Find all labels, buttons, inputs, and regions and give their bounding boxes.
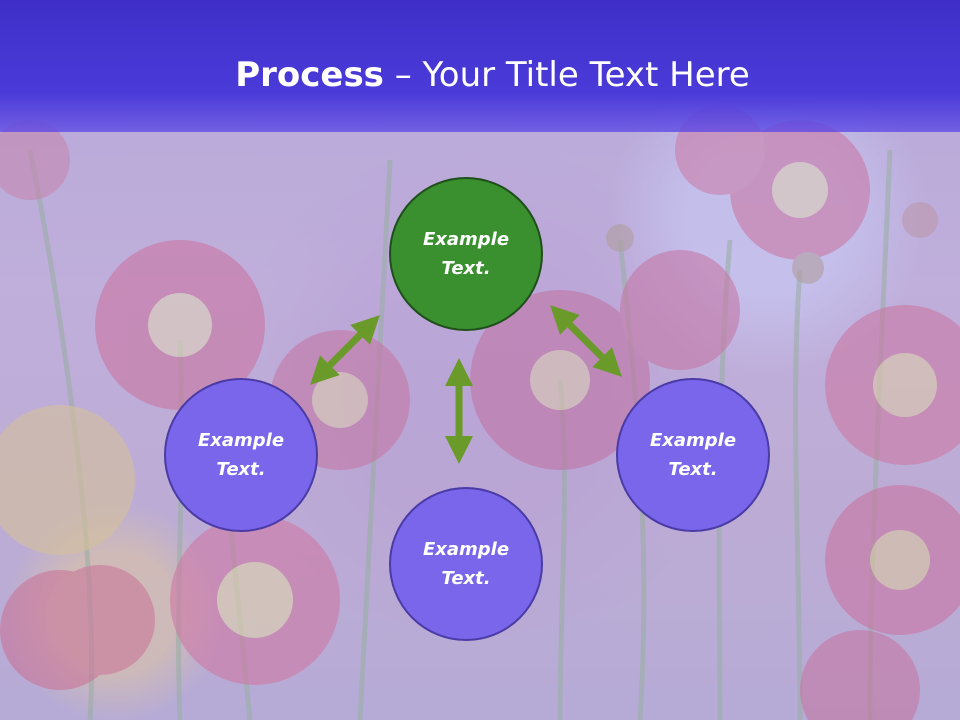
process-node-right[interactable]: Example Text.: [616, 378, 770, 532]
node-bottom-line2: Text.: [441, 568, 491, 589]
slide-title: Process – Your Title Text Here: [0, 52, 960, 98]
node-top-line2: Text.: [441, 258, 491, 279]
process-node-top[interactable]: Example Text.: [389, 177, 543, 331]
node-left-line2: Text.: [216, 459, 266, 480]
title-bold: Process: [235, 55, 384, 95]
node-bottom-line1: Example: [422, 539, 510, 560]
arrow-top-right: [550, 305, 622, 377]
title-rest: – Your Title Text Here: [383, 55, 750, 95]
node-top-line1: Example: [422, 229, 510, 250]
process-node-left[interactable]: Example Text.: [164, 378, 318, 532]
process-node-bottom[interactable]: Example Text.: [389, 487, 543, 641]
node-right-line2: Text.: [668, 459, 718, 480]
node-right-line1: Example: [649, 430, 737, 451]
node-left-line1: Example: [197, 430, 285, 451]
arrow-top-left: [310, 315, 380, 385]
title-bar: [0, 0, 960, 132]
